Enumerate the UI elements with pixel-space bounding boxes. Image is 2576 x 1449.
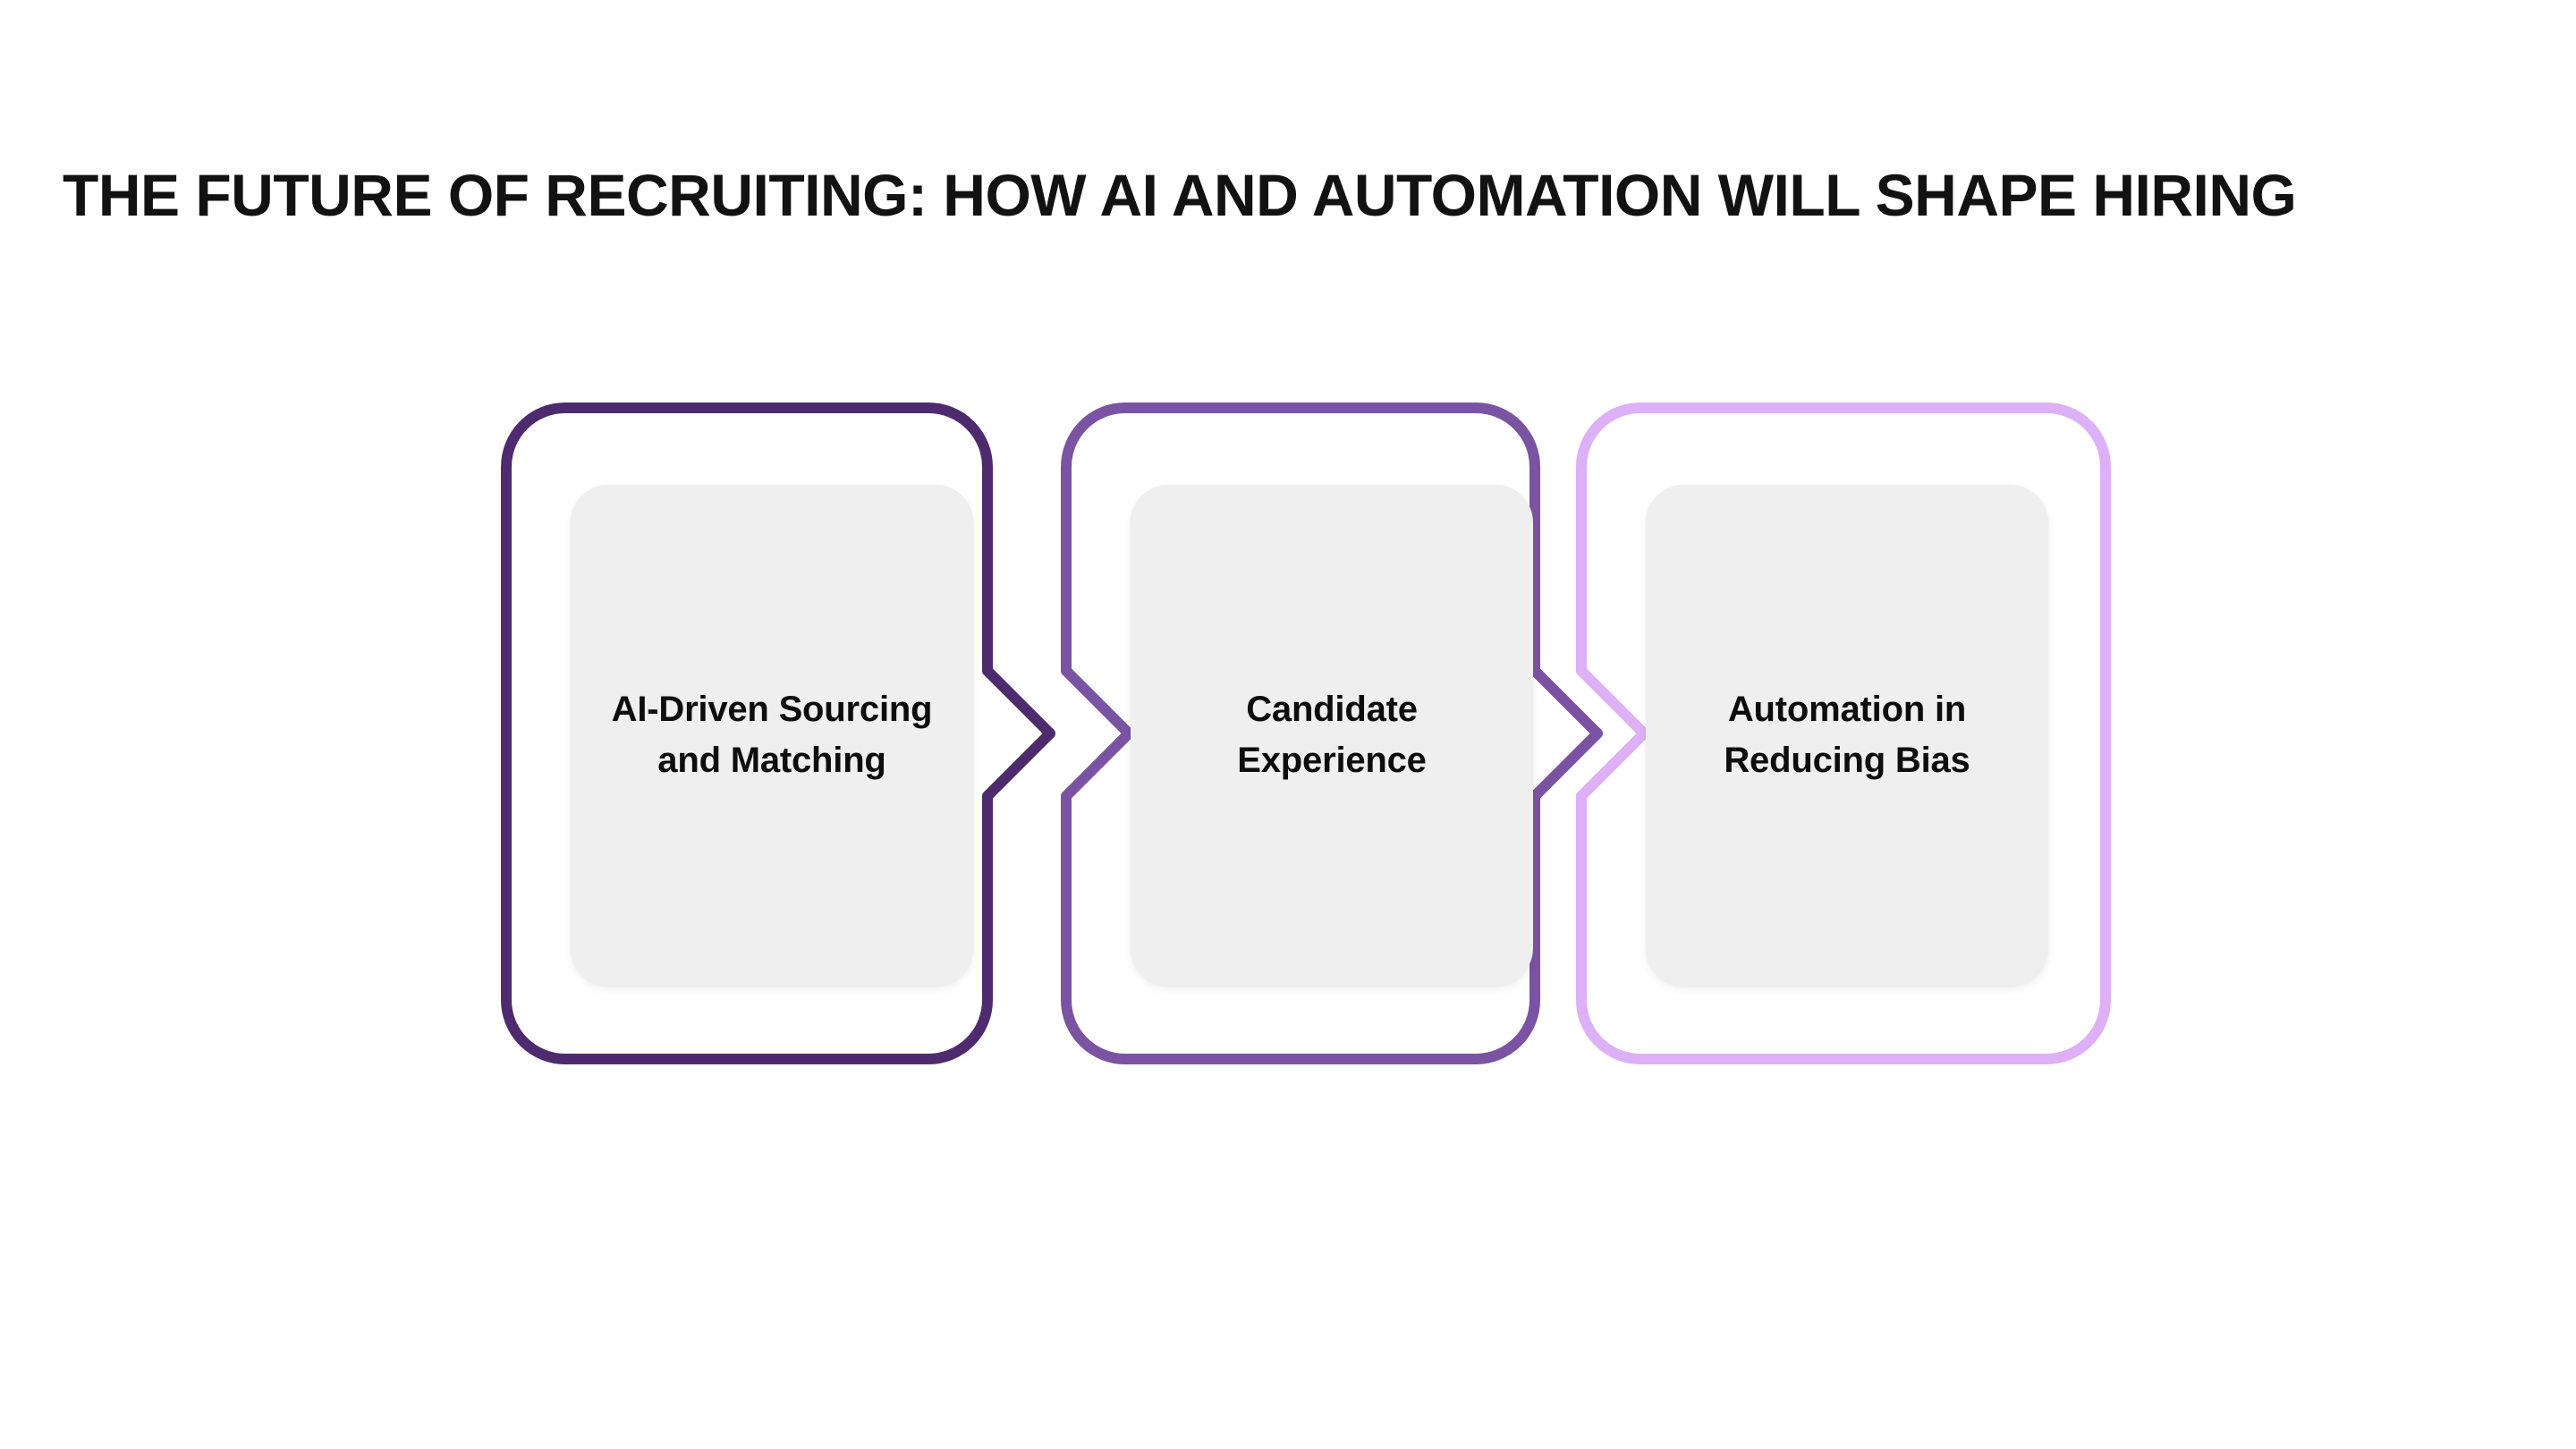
page-title: THE FUTURE OF RECRUITING: HOW AI AND AUT…: [63, 162, 2297, 229]
step-2-outline-shape: [1061, 402, 1603, 1064]
step-1-outline-shape: [501, 402, 1055, 1064]
step-3-outline-shape: [1576, 402, 2111, 1064]
